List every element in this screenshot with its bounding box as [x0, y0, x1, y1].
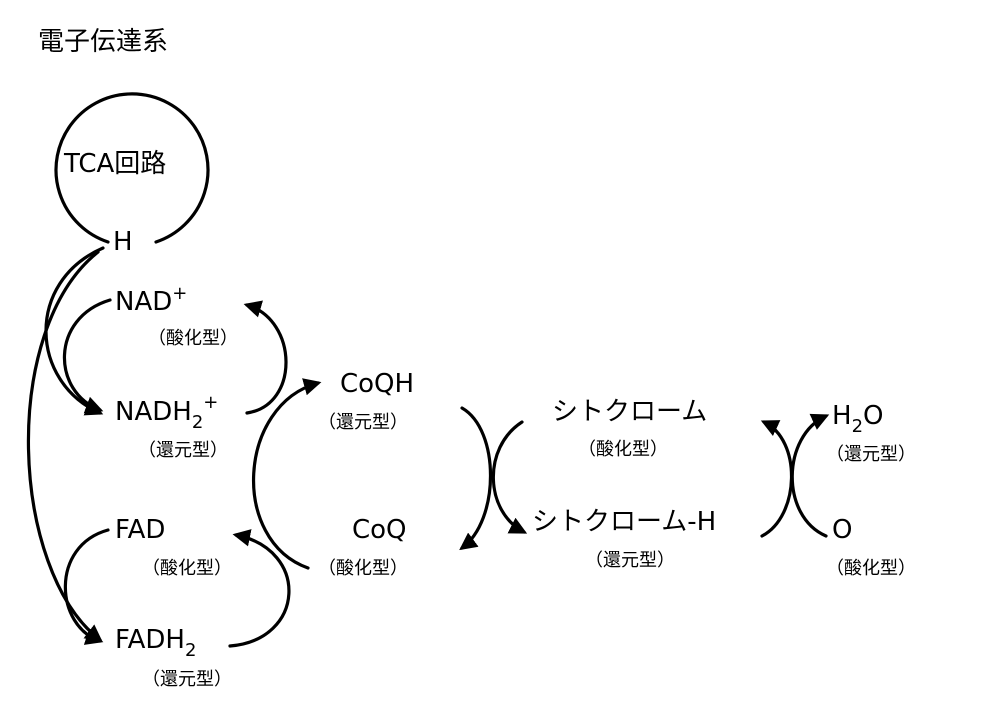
nadh2-state: （還元型）: [138, 440, 228, 461]
o-state: （酸化型）: [826, 558, 916, 579]
coq-state: （酸化型）: [318, 558, 408, 579]
diagram-title: 電子伝達系: [38, 27, 168, 57]
arrow-coqh-to-coq: [459, 406, 493, 551]
coqh-label: CoQH: [340, 369, 414, 399]
coqh-state: （還元型）: [318, 412, 408, 433]
o-label: O: [832, 515, 852, 545]
h2o-label: H2O: [832, 401, 883, 437]
h2o-state: （還元型）: [826, 444, 916, 465]
arrow-coq-to-coqh: [252, 378, 322, 570]
coq-label: CoQ: [352, 515, 407, 545]
nad-label: NAD+: [115, 283, 187, 317]
nad-state: （酸化型）: [148, 328, 238, 349]
cytochrome-ox-state: （酸化型）: [578, 439, 668, 460]
nadh2-label: NADH2+: [115, 392, 218, 433]
arrow-fadh2-to-fad: [228, 529, 291, 648]
arrow-fad-to-fadh2: [63, 528, 110, 645]
arrow-nadh2-to-nad: [243, 300, 288, 415]
arrow-o-to-h2o: [790, 413, 830, 538]
tca-cycle-label: TCA回路: [63, 149, 166, 179]
fadh2-label: FADH2: [115, 625, 196, 661]
cytochrome-red-state: （還元型）: [585, 550, 675, 571]
arrow-nad-to-nadh2: [62, 298, 112, 414]
arrow-cyt-red-to-cyt-ox: [760, 420, 794, 538]
cytochrome-ox-label: シトクローム: [552, 397, 707, 427]
fad-label: FAD: [115, 515, 165, 545]
tca-h-label: H: [113, 227, 133, 257]
cytochrome-red-label: シトクローム-H: [532, 507, 716, 537]
fad-state: （酸化型）: [142, 558, 232, 579]
arrow-cyt-ox-to-cyt-red: [491, 420, 528, 534]
tca-cycle-loop: [54, 92, 210, 244]
fadh2-state: （還元型）: [142, 669, 232, 690]
